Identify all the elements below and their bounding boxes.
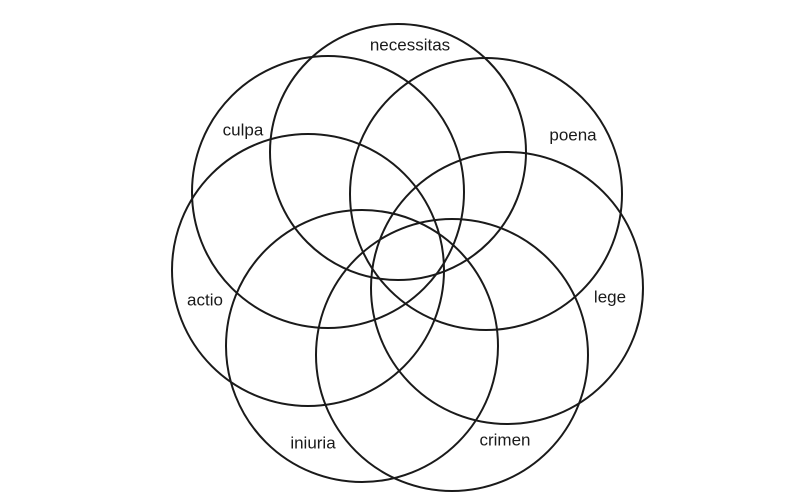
- set-circle-crimen: [315, 218, 589, 492]
- set-circle-poena: [349, 57, 623, 331]
- set-label-crimen: crimen: [479, 431, 530, 450]
- set-label-culpa: culpa: [223, 121, 264, 140]
- set-circle-culpa: [191, 55, 465, 329]
- set-label-necessitas: necessitas: [370, 36, 450, 55]
- set-circle-actio: [171, 133, 445, 407]
- set-label-poena: poena: [549, 126, 597, 145]
- set-label-actio: actio: [187, 291, 223, 310]
- set-circle-iniuria: [225, 209, 499, 483]
- set-circle-necessitas: [269, 23, 527, 281]
- set-label-iniuria: iniuria: [290, 434, 336, 453]
- set-label-lege: lege: [594, 288, 626, 307]
- set-circle-lege: [370, 151, 644, 425]
